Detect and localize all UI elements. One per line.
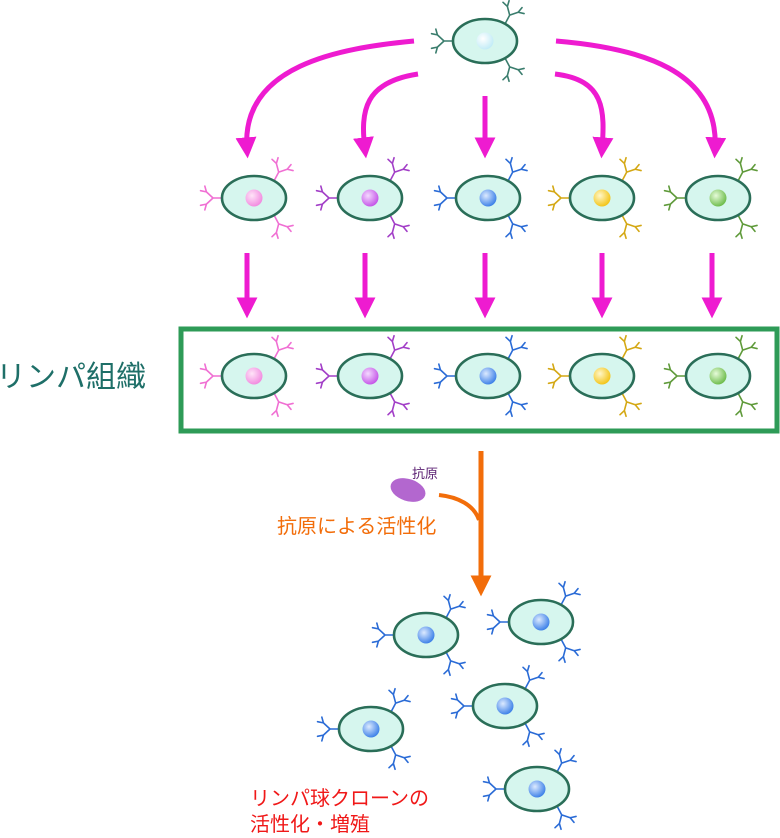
antigen-label: 抗原	[412, 467, 439, 482]
clone-label-line2: 活性化・増殖	[250, 812, 370, 836]
antigen-icon	[390, 478, 426, 502]
progenitor-cell	[430, 0, 525, 83]
clone-cell-5	[482, 747, 577, 831]
nucleus	[476, 32, 494, 50]
arrow-progenitor-to-yellow	[554, 71, 614, 159]
nucleus	[245, 189, 263, 207]
nucleus	[709, 189, 727, 207]
arrow-progenitor-to-purple	[353, 71, 419, 159]
clone-cell-2	[486, 580, 581, 664]
clone-label-line1: リンパ球クローンの	[250, 786, 429, 810]
nucleus	[361, 367, 379, 385]
lymph-tissue-cell-green	[663, 334, 758, 418]
nucleus	[479, 367, 497, 385]
lymph-tissue-box	[178, 326, 780, 434]
arrow-progenitor-to-green	[555, 38, 727, 159]
arrows-layer	[235, 38, 727, 597]
precursor-cell-yellow	[547, 156, 642, 240]
lymph-tissue-cell-yellow	[547, 334, 642, 418]
nucleus	[362, 720, 380, 738]
nucleus	[593, 189, 611, 207]
nucleus	[532, 613, 550, 631]
arrow-progenitor-to-pink	[235, 38, 415, 159]
nucleus	[417, 626, 435, 644]
lymph-tissue-cell-pink	[199, 334, 294, 418]
nucleus	[593, 367, 611, 385]
lymph-tissue-cell-purple	[315, 334, 410, 418]
lymph-tissue-label: リンパ組織	[0, 360, 146, 395]
precursor-cell-pink	[199, 156, 294, 240]
precursor-cell-purple	[315, 156, 410, 240]
antigen-hook	[438, 493, 481, 521]
precursor-cell-green	[663, 156, 758, 240]
lymph-tissue-cell-blue	[433, 334, 528, 418]
nucleus	[245, 367, 263, 385]
nucleus	[361, 189, 379, 207]
clone-cell-3	[450, 664, 545, 748]
activation-label: 抗原による活性化	[277, 514, 437, 538]
precursor-cell-blue	[433, 156, 528, 240]
nucleus	[528, 780, 546, 798]
cells-layer	[199, 0, 758, 831]
clone-cell-4	[316, 687, 411, 771]
nucleus	[709, 367, 727, 385]
nucleus	[496, 697, 514, 715]
nucleus	[479, 189, 497, 207]
clone-cell-1	[371, 593, 466, 677]
